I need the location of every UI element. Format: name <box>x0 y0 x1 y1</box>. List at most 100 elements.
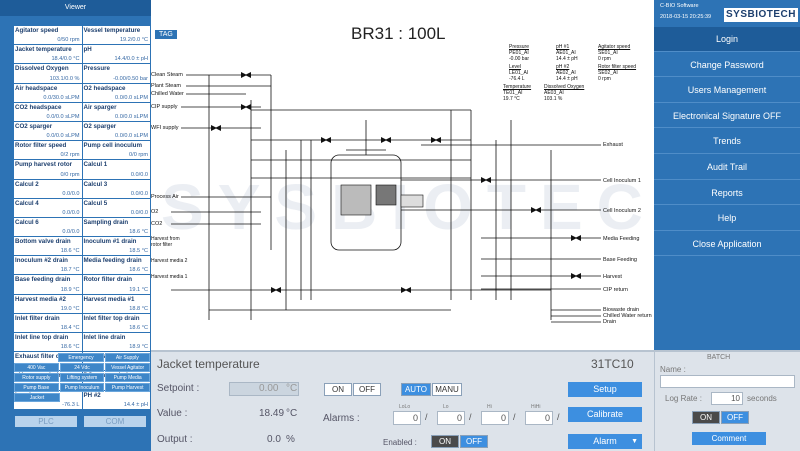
alarm-tag[interactable]: Pump Media <box>105 373 151 382</box>
batch-name-input[interactable] <box>660 375 795 388</box>
enabled-on-button[interactable]: ON <box>431 435 459 448</box>
sensor-label: Pressure <box>83 65 111 73</box>
batch-on-button[interactable]: ON <box>692 411 720 424</box>
enabled-off-button[interactable]: OFF <box>460 435 488 448</box>
alarm-tag[interactable]: Emergency <box>58 353 104 362</box>
alarm-threshold-input[interactable]: 0 <box>481 411 509 425</box>
setup-button[interactable]: Setup <box>568 382 642 397</box>
alarm-threshold-input[interactable]: 0 <box>437 411 465 425</box>
alarm-tag[interactable]: Rotor supply <box>14 373 59 382</box>
alarm-tag[interactable]: Vessel Agitator <box>105 363 151 372</box>
manu-button[interactable]: MANU <box>432 383 462 396</box>
sensor-cell[interactable]: pH 14.4/0.0 ± pH <box>82 45 150 65</box>
lograte-input[interactable]: 10 <box>711 392 743 405</box>
alarm-threshold-input[interactable]: 0 <box>525 411 553 425</box>
alarm-tag[interactable]: Jacket <box>14 393 60 402</box>
alarm-tag[interactable]: 24 Vdc <box>59 363 105 372</box>
alarm-tag[interactable]: Pump Inoculum <box>59 383 105 392</box>
on-button[interactable]: ON <box>324 383 352 396</box>
level-value: -76.4 L <box>509 76 525 82</box>
alarm-dropdown[interactable]: Alarm ▼ <box>568 434 642 449</box>
menu-item-trends[interactable]: Trends <box>654 129 800 154</box>
alarm-tag[interactable]: Pump Base <box>14 383 59 392</box>
label-pressure: Pressure <box>509 44 530 50</box>
setpoint-input[interactable] <box>229 382 299 396</box>
off-button[interactable]: OFF <box>353 383 381 396</box>
sensor-cell[interactable]: Pressure-0.00/0.50 bar <box>82 64 150 84</box>
menu-item-login[interactable]: Login <box>654 27 800 52</box>
alarm-tag[interactable]: Pump Harvest <box>105 383 151 392</box>
label-cell-inoculum-1: Cell Inoculum 1 <box>603 178 641 184</box>
sensor-label: Jacket temperature <box>15 46 72 54</box>
menu-item-help[interactable]: Help <box>654 206 800 231</box>
batch-off-button[interactable]: OFF <box>721 411 749 424</box>
menu-item-reports[interactable]: Reports <box>654 180 800 206</box>
sensor-value: 19.2/0.0 °C <box>119 37 148 44</box>
tag-button[interactable]: TAG <box>155 30 177 39</box>
menu-item-close-application[interactable]: Close Application <box>654 231 800 257</box>
sensor-label: Dissolved Oxygen <box>15 65 69 73</box>
alarm-tag[interactable]: 400 Vac <box>14 363 59 372</box>
alarm-tag[interactable]: Air Supply <box>104 353 150 362</box>
pressure-id: PE01_AI <box>509 50 529 56</box>
batch-name-label: Name : <box>660 365 686 374</box>
alarm-tag[interactable]: Lifting system <box>59 373 105 382</box>
label-co2: CO2 <box>151 221 163 227</box>
alarm-threshold-input[interactable]: 0 <box>393 411 421 425</box>
alarm-threshold-header: HiHi <box>531 404 541 410</box>
com-status[interactable]: COM <box>84 416 146 427</box>
sensor-label: Harvest media #1 <box>83 295 135 303</box>
sensor-value: 18.8 °C <box>129 305 148 312</box>
sensor-label: pH <box>83 46 92 54</box>
auto-button[interactable]: AUTO <box>401 383 431 396</box>
alarm-threshold-header: LoLo <box>399 404 411 410</box>
sensor-value: 14.4/0.0 ± pH <box>114 56 148 63</box>
calibrate-button[interactable]: Calibrate <box>568 407 642 422</box>
sensor-label: Calcul 3 <box>83 180 108 188</box>
menu-item-audit-trail[interactable]: Audit Trail <box>654 154 800 180</box>
menu-item-users-management[interactable]: Users Management <box>654 78 800 103</box>
menu-item-change-password[interactable]: Change Password <box>654 52 800 78</box>
comment-button[interactable]: Comment <box>692 432 766 445</box>
menu-item-electronical-signature-off[interactable]: Electronical Signature OFF <box>654 103 800 129</box>
label-plant-steam: Plant Steam <box>151 83 181 89</box>
alarm-tag <box>61 393 105 402</box>
plc-status[interactable]: PLC <box>15 416 77 427</box>
pressure-value: -0.00 bar <box>509 56 530 62</box>
sensor-cell[interactable]: Harvest media #1 18.8 °C <box>82 294 150 314</box>
